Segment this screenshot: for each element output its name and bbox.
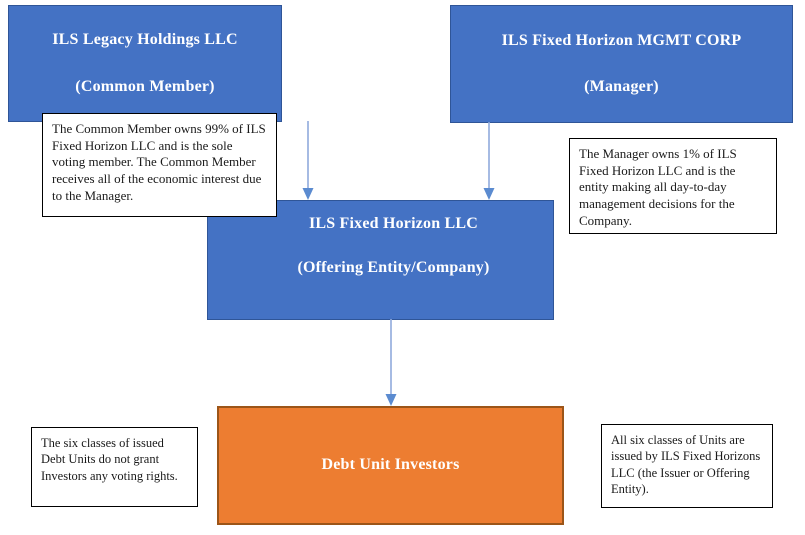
note-manager: The Manager owns 1% of ILS Fixed Horizon… [569, 138, 777, 234]
entity-box-investors: Debt Unit Investors [217, 406, 564, 525]
note-investor-unit-issuance: All six classes of Units are issued by I… [601, 424, 773, 508]
entity-box-common-member: ILS Legacy Holdings LLC (Common Member) [8, 5, 282, 122]
entity-box-manager: ILS Fixed Horizon MGMT CORP (Manager) [450, 5, 793, 123]
connector-common-member-to-company [300, 121, 316, 203]
connector-company-to-investors [383, 319, 399, 409]
entity-role-company: (Offering Entity/Company) [297, 259, 490, 277]
entity-name-company: ILS Fixed Horizon LLC [308, 215, 479, 232]
entity-box-company: ILS Fixed Horizon LLC (Offering Entity/C… [207, 200, 554, 320]
entity-role-manager: (Manager) [584, 78, 659, 95]
entity-role-common-member: (Common Member) [75, 77, 215, 95]
connector-manager-to-company [481, 122, 497, 203]
note-investor-voting-rights: The six classes of issued Debt Units do … [31, 427, 198, 507]
entity-name-common-member: ILS Legacy Holdings LLC [52, 31, 238, 49]
note-common-member: The Common Member owns 99% of ILS Fixed … [42, 113, 277, 217]
entity-name-manager: ILS Fixed Horizon MGMT CORP [501, 31, 742, 49]
entity-name-investors: Debt Unit Investors [321, 456, 460, 474]
